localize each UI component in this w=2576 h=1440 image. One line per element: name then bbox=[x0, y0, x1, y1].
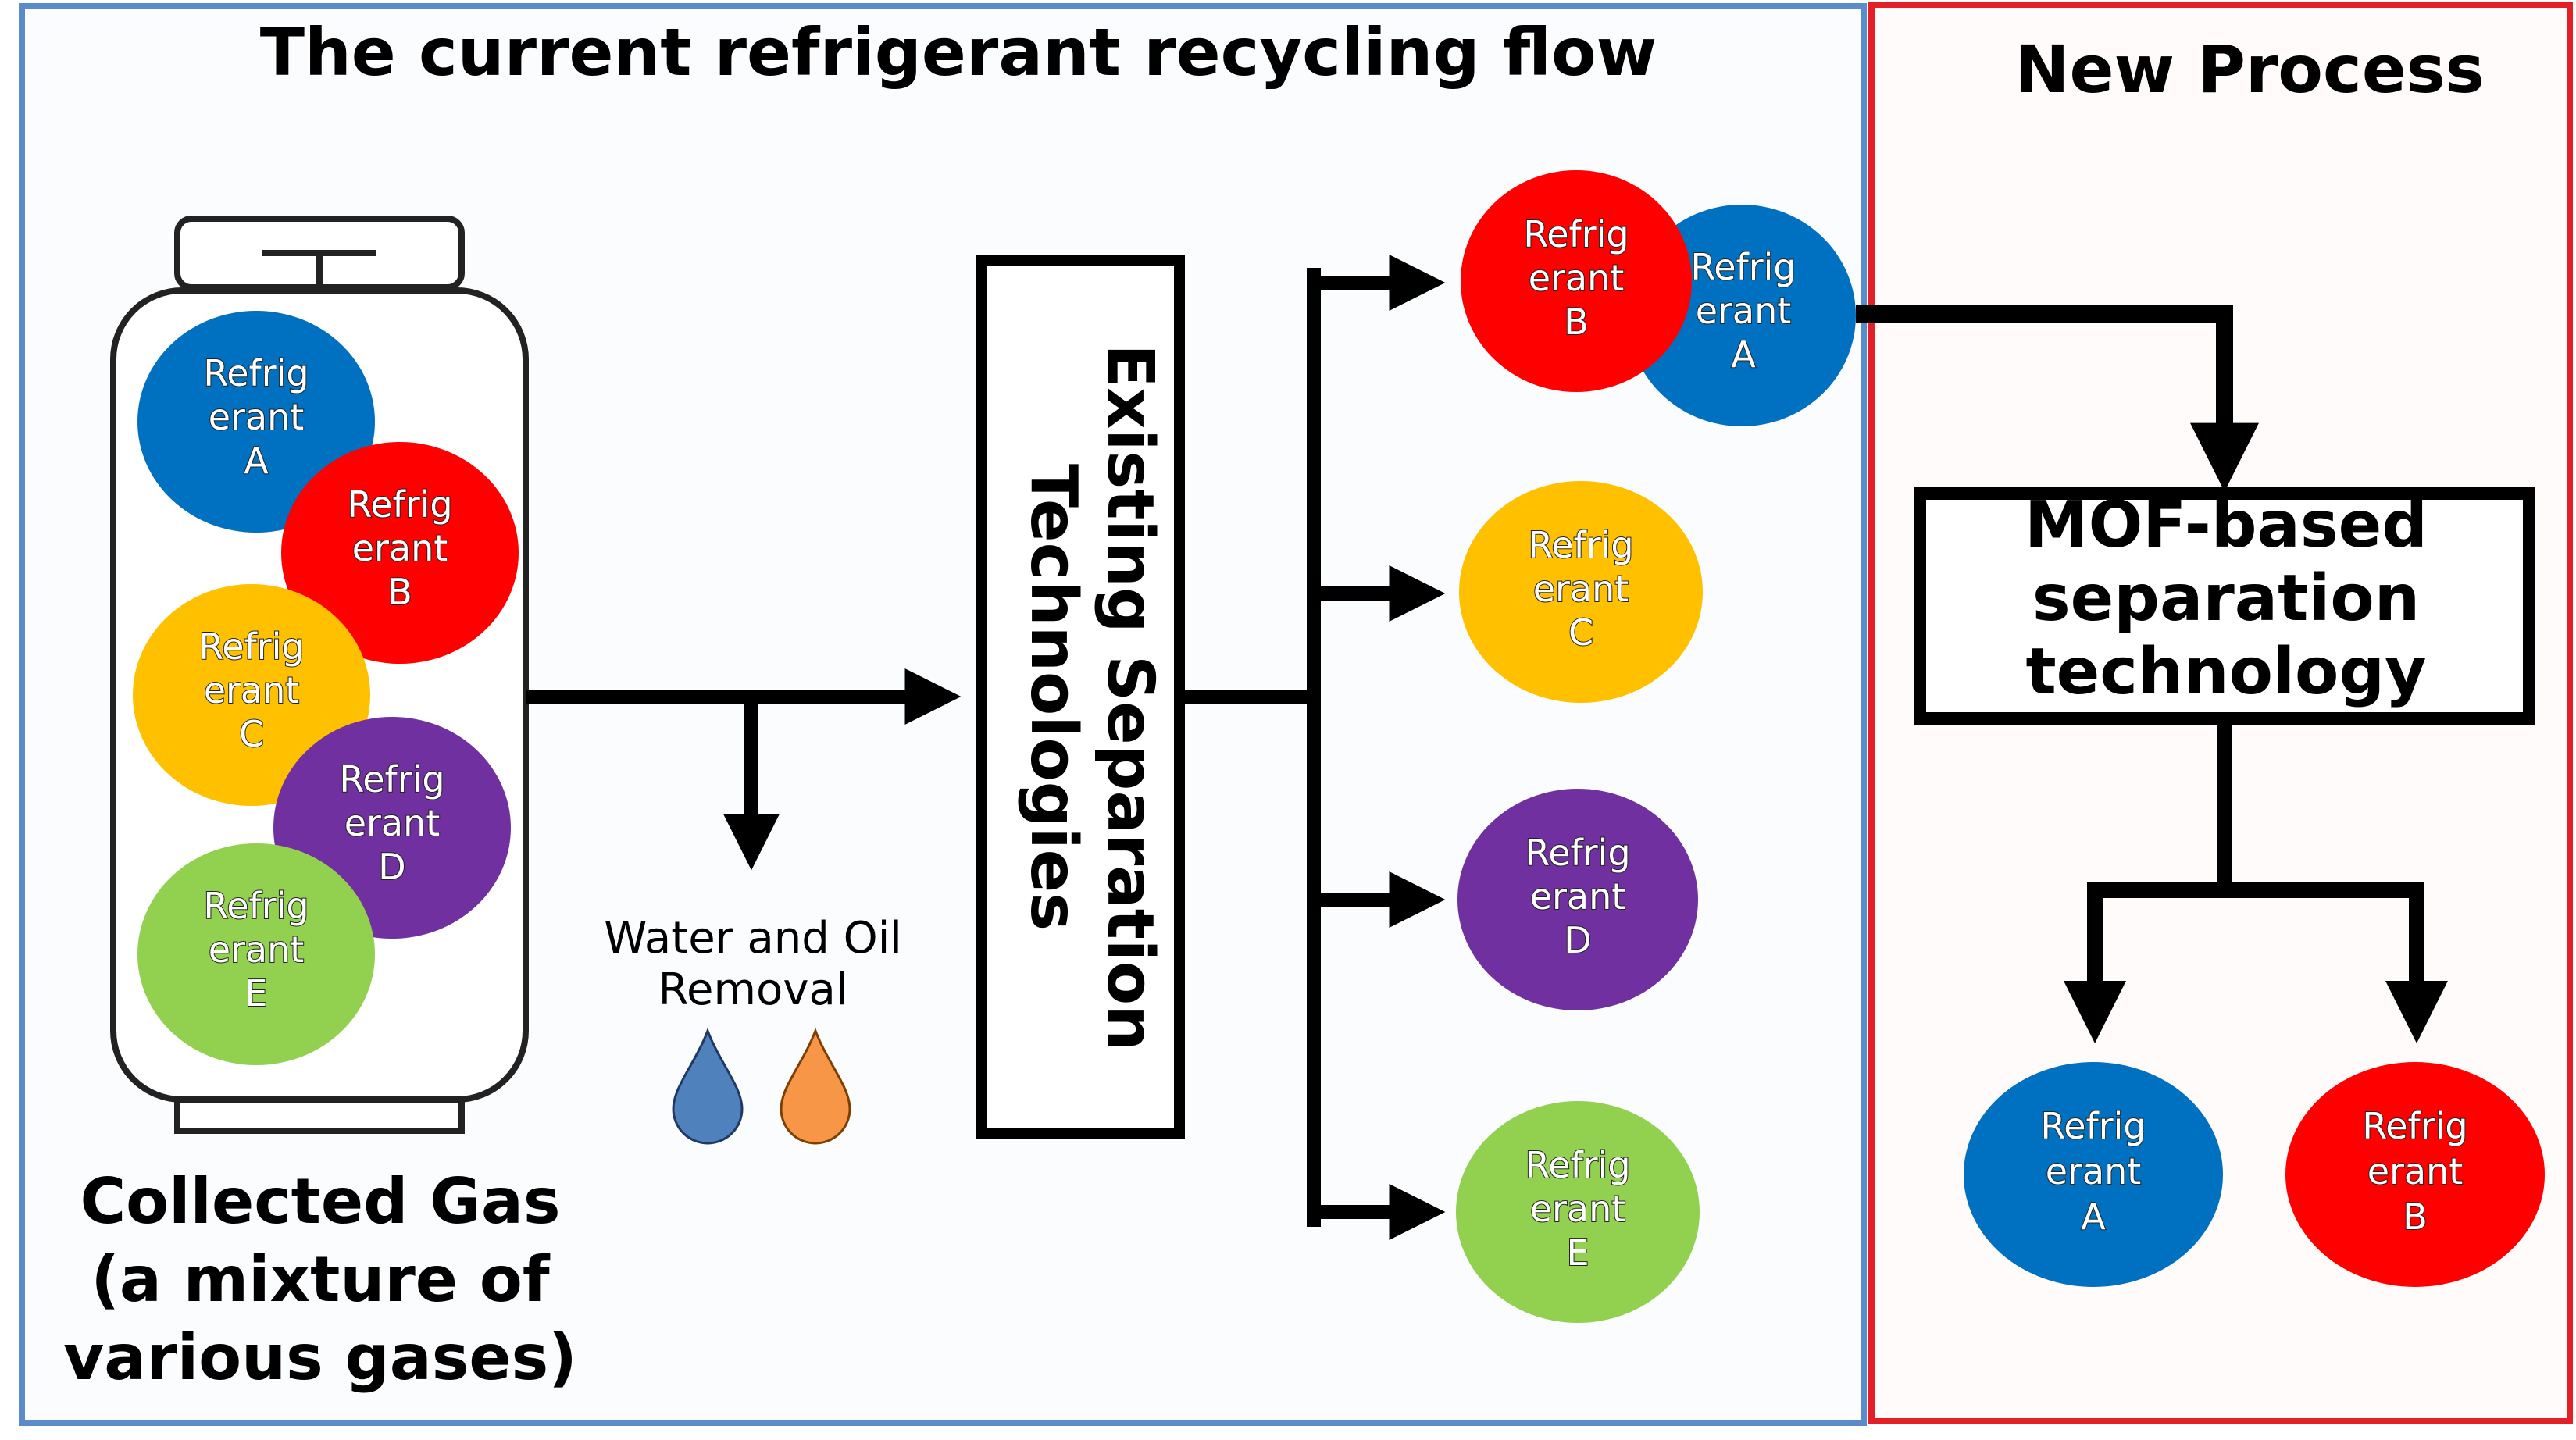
ball-text-line2: erant bbox=[2046, 1150, 2142, 1192]
ball-text-line2: erant bbox=[1530, 1188, 1626, 1230]
refrigerant-ball bbox=[281, 442, 519, 664]
ball-letter: D bbox=[1564, 919, 1591, 961]
mof-label-line1: MOF-based bbox=[2025, 488, 2428, 562]
oil-drop-icon bbox=[780, 1027, 851, 1145]
ball-text-line2: erant bbox=[204, 669, 300, 711]
ball-text-line1: Refrig bbox=[2362, 1105, 2467, 1147]
ball-letter: B bbox=[2403, 1196, 2428, 1238]
cylinder-caption-line1: Collected Gas bbox=[80, 1165, 560, 1238]
ball-letter: A bbox=[1731, 333, 1756, 376]
output-refrigerant-c: Refrig erant C bbox=[1459, 481, 1703, 703]
removal-label-line1: Water and Oil bbox=[604, 913, 902, 964]
refrigerant-ball bbox=[1461, 170, 1692, 392]
separation-label-line1: Existing Separation bbox=[1093, 344, 1167, 1050]
separation-label-line2: Technologies bbox=[1016, 464, 1090, 931]
refrigerant-ball bbox=[1457, 789, 1698, 1010]
refrigerant-ball bbox=[1964, 1062, 2223, 1287]
ball-letter: E bbox=[1566, 1231, 1589, 1274]
refrigerant-ball bbox=[1456, 1101, 1700, 1323]
ball-letter: B bbox=[387, 571, 412, 613]
ball-text-line2: erant bbox=[1696, 290, 1792, 332]
output-refrigerant-b: Refrig erant B bbox=[1461, 170, 1692, 392]
ball-text-line2: erant bbox=[209, 929, 305, 971]
cylinder-caption-line3: various gases) bbox=[63, 1321, 577, 1394]
refrigerant-ball bbox=[2285, 1062, 2545, 1287]
ball-letter: A bbox=[244, 440, 269, 482]
left-panel-title: The current refrigerant recycling flow bbox=[260, 14, 1657, 91]
refrigerant-ball bbox=[137, 843, 375, 1065]
ball-text-line1: Refrig bbox=[203, 352, 309, 394]
cylinder-caption-line2: (a mixture of bbox=[91, 1243, 551, 1316]
ball-text-line1: Refrig bbox=[1523, 213, 1629, 255]
right-panel-title: New Process bbox=[2014, 31, 2485, 108]
ball-letter: A bbox=[2081, 1196, 2106, 1238]
ball-letter: C bbox=[239, 713, 264, 755]
arrow-to-mof bbox=[1856, 305, 2259, 492]
ball-text-line1: Refrig bbox=[198, 626, 304, 668]
ball-text-line2: erant bbox=[344, 802, 441, 844]
ball-letter: E bbox=[244, 972, 267, 1014]
ball-text-line2: erant bbox=[2367, 1150, 2464, 1192]
ball-text-line1: Refrig bbox=[1690, 246, 1796, 288]
cylinder-refrigerant-a: Refrig erant A bbox=[137, 311, 375, 533]
cylinder-refrigerant-b: Refrig erant B bbox=[281, 442, 519, 664]
ball-text-line1: Refrig bbox=[339, 758, 444, 800]
output-refrigerant-e: Refrig erant E bbox=[1456, 1101, 1700, 1323]
cylinder-refrigerant-e: Refrig erant E bbox=[137, 843, 375, 1065]
ball-text-line1: Refrig bbox=[1525, 1144, 1630, 1186]
removal-label-line2: Removal bbox=[658, 964, 848, 1015]
mof-separation-box bbox=[1914, 487, 2535, 725]
ball-text-line1: Refrig bbox=[1528, 524, 1633, 566]
output-refrigerant-d: Refrig erant D bbox=[1457, 789, 1698, 1010]
ball-letter: D bbox=[378, 846, 405, 888]
ball-text-line2: erant bbox=[1533, 568, 1629, 610]
water-drop-icon bbox=[672, 1027, 744, 1145]
mof-label-line2: separation bbox=[2032, 561, 2420, 636]
ball-text-line1: Refrig bbox=[2040, 1105, 2146, 1147]
ball-text-line1: Refrig bbox=[203, 885, 309, 927]
cylinder-base bbox=[174, 1096, 465, 1134]
ball-text-line2: erant bbox=[1529, 257, 1625, 299]
ball-text-line2: erant bbox=[1530, 875, 1626, 918]
mof-label-line3: technology bbox=[2025, 635, 2426, 709]
refrigerant-ball bbox=[1459, 481, 1703, 703]
mof-output-split bbox=[2087, 882, 2424, 1015]
ball-letter: B bbox=[1564, 301, 1589, 343]
separated-refrigerant-b: Refrig erant B bbox=[2285, 1062, 2545, 1287]
separated-refrigerant-a: Refrig erant A bbox=[1964, 1062, 2223, 1287]
ball-text-line1: Refrig bbox=[347, 483, 452, 526]
ball-text-line1: Refrig bbox=[1525, 832, 1630, 874]
ball-text-line2: erant bbox=[352, 527, 448, 569]
ball-text-line2: erant bbox=[209, 396, 305, 438]
ball-letter: C bbox=[1568, 611, 1593, 654]
